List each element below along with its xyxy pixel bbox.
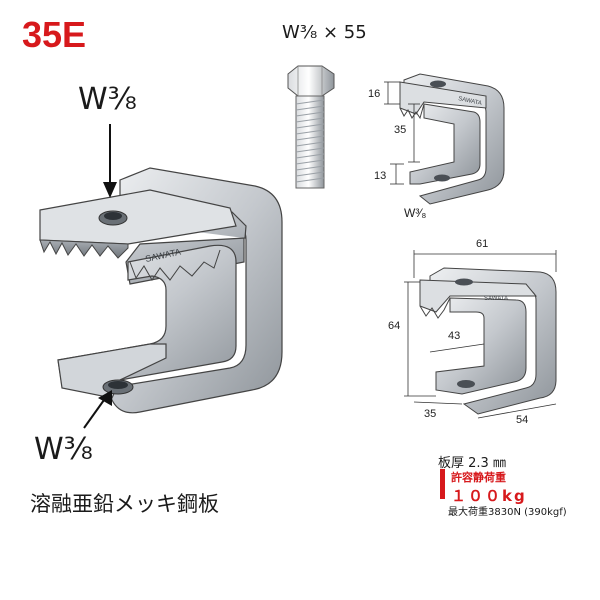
side-view-illustration: SAWATA <box>384 73 505 205</box>
bolt-illustration <box>287 65 335 189</box>
static-load-label: 許容静荷重 <box>451 471 506 484</box>
plate-thickness: 板厚 2.3 ㎜ <box>438 456 506 471</box>
side-dim-bottom: 13 <box>374 170 387 182</box>
bolt-size-label: W³⁄₈ × 55 <box>282 22 367 43</box>
thread-arrows <box>83 124 117 429</box>
side-thread-label: W³⁄₈ <box>404 206 427 220</box>
iso-dim-inner-depth: 43 <box>448 330 461 342</box>
model-number: 35E <box>22 14 87 55</box>
bottom-thread-label: W³⁄₈ <box>34 432 93 467</box>
max-load: 最大荷重3830N (390kgf) <box>448 507 567 518</box>
iso-dim-height: 64 <box>388 320 401 332</box>
iso-dim-base-width: 35 <box>424 408 437 420</box>
spec-accent-bar <box>440 469 445 499</box>
iso-brand-stamp: SAWATA <box>484 296 508 302</box>
material-label: 溶融亜鉛メッキ鋼板 <box>30 492 219 516</box>
iso-view-illustration: SAWATA <box>404 250 557 419</box>
static-load-value: １００kg <box>451 487 527 505</box>
side-brand-stamp: SAWATA <box>458 96 483 107</box>
side-dim-top: 16 <box>368 88 381 100</box>
iso-dim-width-top: 61 <box>476 238 489 250</box>
main-clamp-illustration: SAWATA <box>39 167 283 414</box>
iso-dim-base-length: 54 <box>516 414 529 426</box>
top-thread-label: W³⁄₈ <box>78 82 137 117</box>
side-dim-middle: 35 <box>394 124 407 136</box>
